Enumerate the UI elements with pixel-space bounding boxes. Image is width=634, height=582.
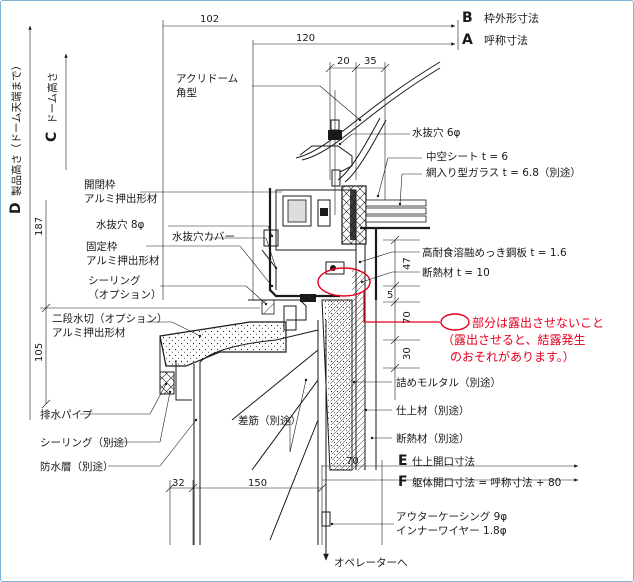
label-waterproof-layer: 防水層（別途） (40, 460, 114, 473)
label-sealing-option-1: シーリング (88, 274, 141, 287)
label-sealing-separate: シーリング（別途） (40, 436, 135, 449)
label-wired-glass: 網入り型ガラス t = 6.8（別途） (426, 166, 581, 179)
label-drain-cover: 水抜穴カバー (172, 230, 235, 243)
operator-cable (321, 320, 331, 561)
label-outer-casing-1: アウターケーシング 9φ (396, 510, 507, 523)
ref-label-d: 製品高さ（ドーム天端まで） (10, 60, 23, 196)
dim-35: 35 (364, 56, 377, 67)
ref-letter-e: E (398, 453, 408, 469)
dim-5: 5 (387, 290, 393, 301)
ref-letter-d: D (8, 202, 24, 214)
label-finish-material: 仕上材（別途） (396, 404, 470, 417)
no-exposure-leader (363, 292, 440, 323)
label-filling-mortar: 詰めモルタル（別途） (396, 376, 501, 389)
label-outer-casing-2: インナーワイヤー 1.8φ (396, 525, 507, 537)
dimension-lines-left (28, 25, 260, 420)
label-acryl-dome-2: 角型 (176, 86, 197, 99)
label-open-frame-2: アルミ押出形材 (84, 192, 158, 205)
ref-label-e: 仕上開口寸法 (412, 455, 475, 468)
label-insulation-separate: 断熱材（別途） (396, 432, 470, 445)
acrylic-dome (295, 61, 441, 183)
label-double-flashing-1: 二段水切（オプション） (52, 312, 168, 325)
dimension-lines-top (162, 20, 459, 300)
label-fixed-frame-1: 固定枠 (86, 240, 118, 253)
ref-label-b: 枠外形寸法 (484, 11, 539, 25)
dim-30: 30 (402, 347, 413, 360)
ref-letter-f: F (398, 474, 408, 490)
ref-letter-b: B (462, 10, 473, 26)
leader-lines (80, 85, 422, 526)
dim-47: 47 (402, 257, 413, 270)
label-acryl-dome-1: アクリドーム (176, 73, 238, 85)
ref-label-a: 呼称寸法 (484, 33, 528, 47)
bolt-assembly (299, 90, 353, 215)
note-line-2: （露出させると、結露発生 (442, 333, 586, 347)
dimension-lines-right (383, 235, 420, 400)
ref-letter-a: A (462, 32, 473, 48)
concrete-curb (321, 244, 377, 471)
dim-150: 150 (248, 478, 267, 489)
label-operator: オペレーターへ (334, 557, 408, 569)
dim-32: 32 (172, 478, 185, 489)
label-insulation-10: 断熱材 t = 10 (422, 266, 490, 279)
dim-70-right: 70 (402, 311, 413, 324)
label-open-frame-1: 開閉枠 (84, 178, 116, 191)
dim-20: 20 (337, 56, 350, 67)
note-line-3: のおそれがあります。） (450, 349, 575, 364)
label-hollow-sheet: 中空シート t = 6 (426, 150, 508, 163)
label-sealing-option-2: （オプション） (88, 289, 162, 301)
note-legend-ellipse (440, 313, 470, 331)
dim-102: 102 (200, 14, 219, 25)
label-steel-plate: 高耐食溶融めっき鋼板 t = 1.6 (422, 246, 567, 259)
ref-label-f: 躯体開口寸法 = 呼称寸法 + 80 (412, 476, 561, 489)
label-fixed-frame-2: アルミ押出形材 (86, 254, 160, 267)
note-line-1: 部分は露出させないこと (472, 315, 604, 330)
label-double-flashing-2: アルミ押出形材 (52, 326, 126, 339)
opening-frame (275, 185, 430, 300)
dim-70-bottom: 70 (346, 456, 359, 467)
label-rebar: 差筋（別途） (238, 414, 301, 427)
dim-105: 105 (34, 343, 45, 362)
dim-120: 120 (296, 33, 315, 44)
ref-label-c: ドーム高さ (46, 72, 59, 124)
label-drain-pipe: 排水パイプ (40, 408, 93, 421)
ref-letter-c: C (44, 132, 60, 142)
label-drain-hole-6: 水抜穴 6φ (412, 126, 461, 139)
dim-187: 187 (34, 217, 45, 236)
dimension-lines-bottom (165, 460, 579, 545)
label-drain-hole-8: 水抜穴 8φ (96, 218, 145, 231)
no-exposure-ellipse (317, 267, 371, 297)
double-flashing (159, 320, 319, 545)
